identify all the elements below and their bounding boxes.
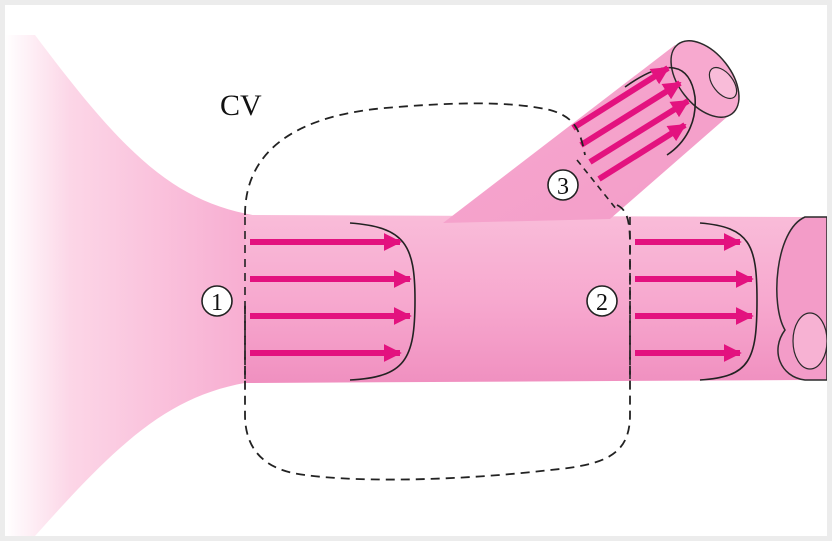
cv-label: CV bbox=[220, 89, 262, 122]
station-3-label: 3 bbox=[557, 174, 569, 200]
station-3-marker: 3 bbox=[548, 170, 578, 200]
station-2-marker: 2 bbox=[587, 286, 617, 316]
station-2-label: 2 bbox=[596, 290, 608, 316]
station-1-marker: 1 bbox=[202, 286, 232, 316]
control-volume-diagram: CV 1 2 3 bbox=[5, 5, 827, 536]
station-1-label: 1 bbox=[211, 290, 223, 316]
figure-frame: CV 1 2 3 bbox=[5, 5, 827, 536]
main-pipe-end-lip bbox=[793, 313, 827, 369]
